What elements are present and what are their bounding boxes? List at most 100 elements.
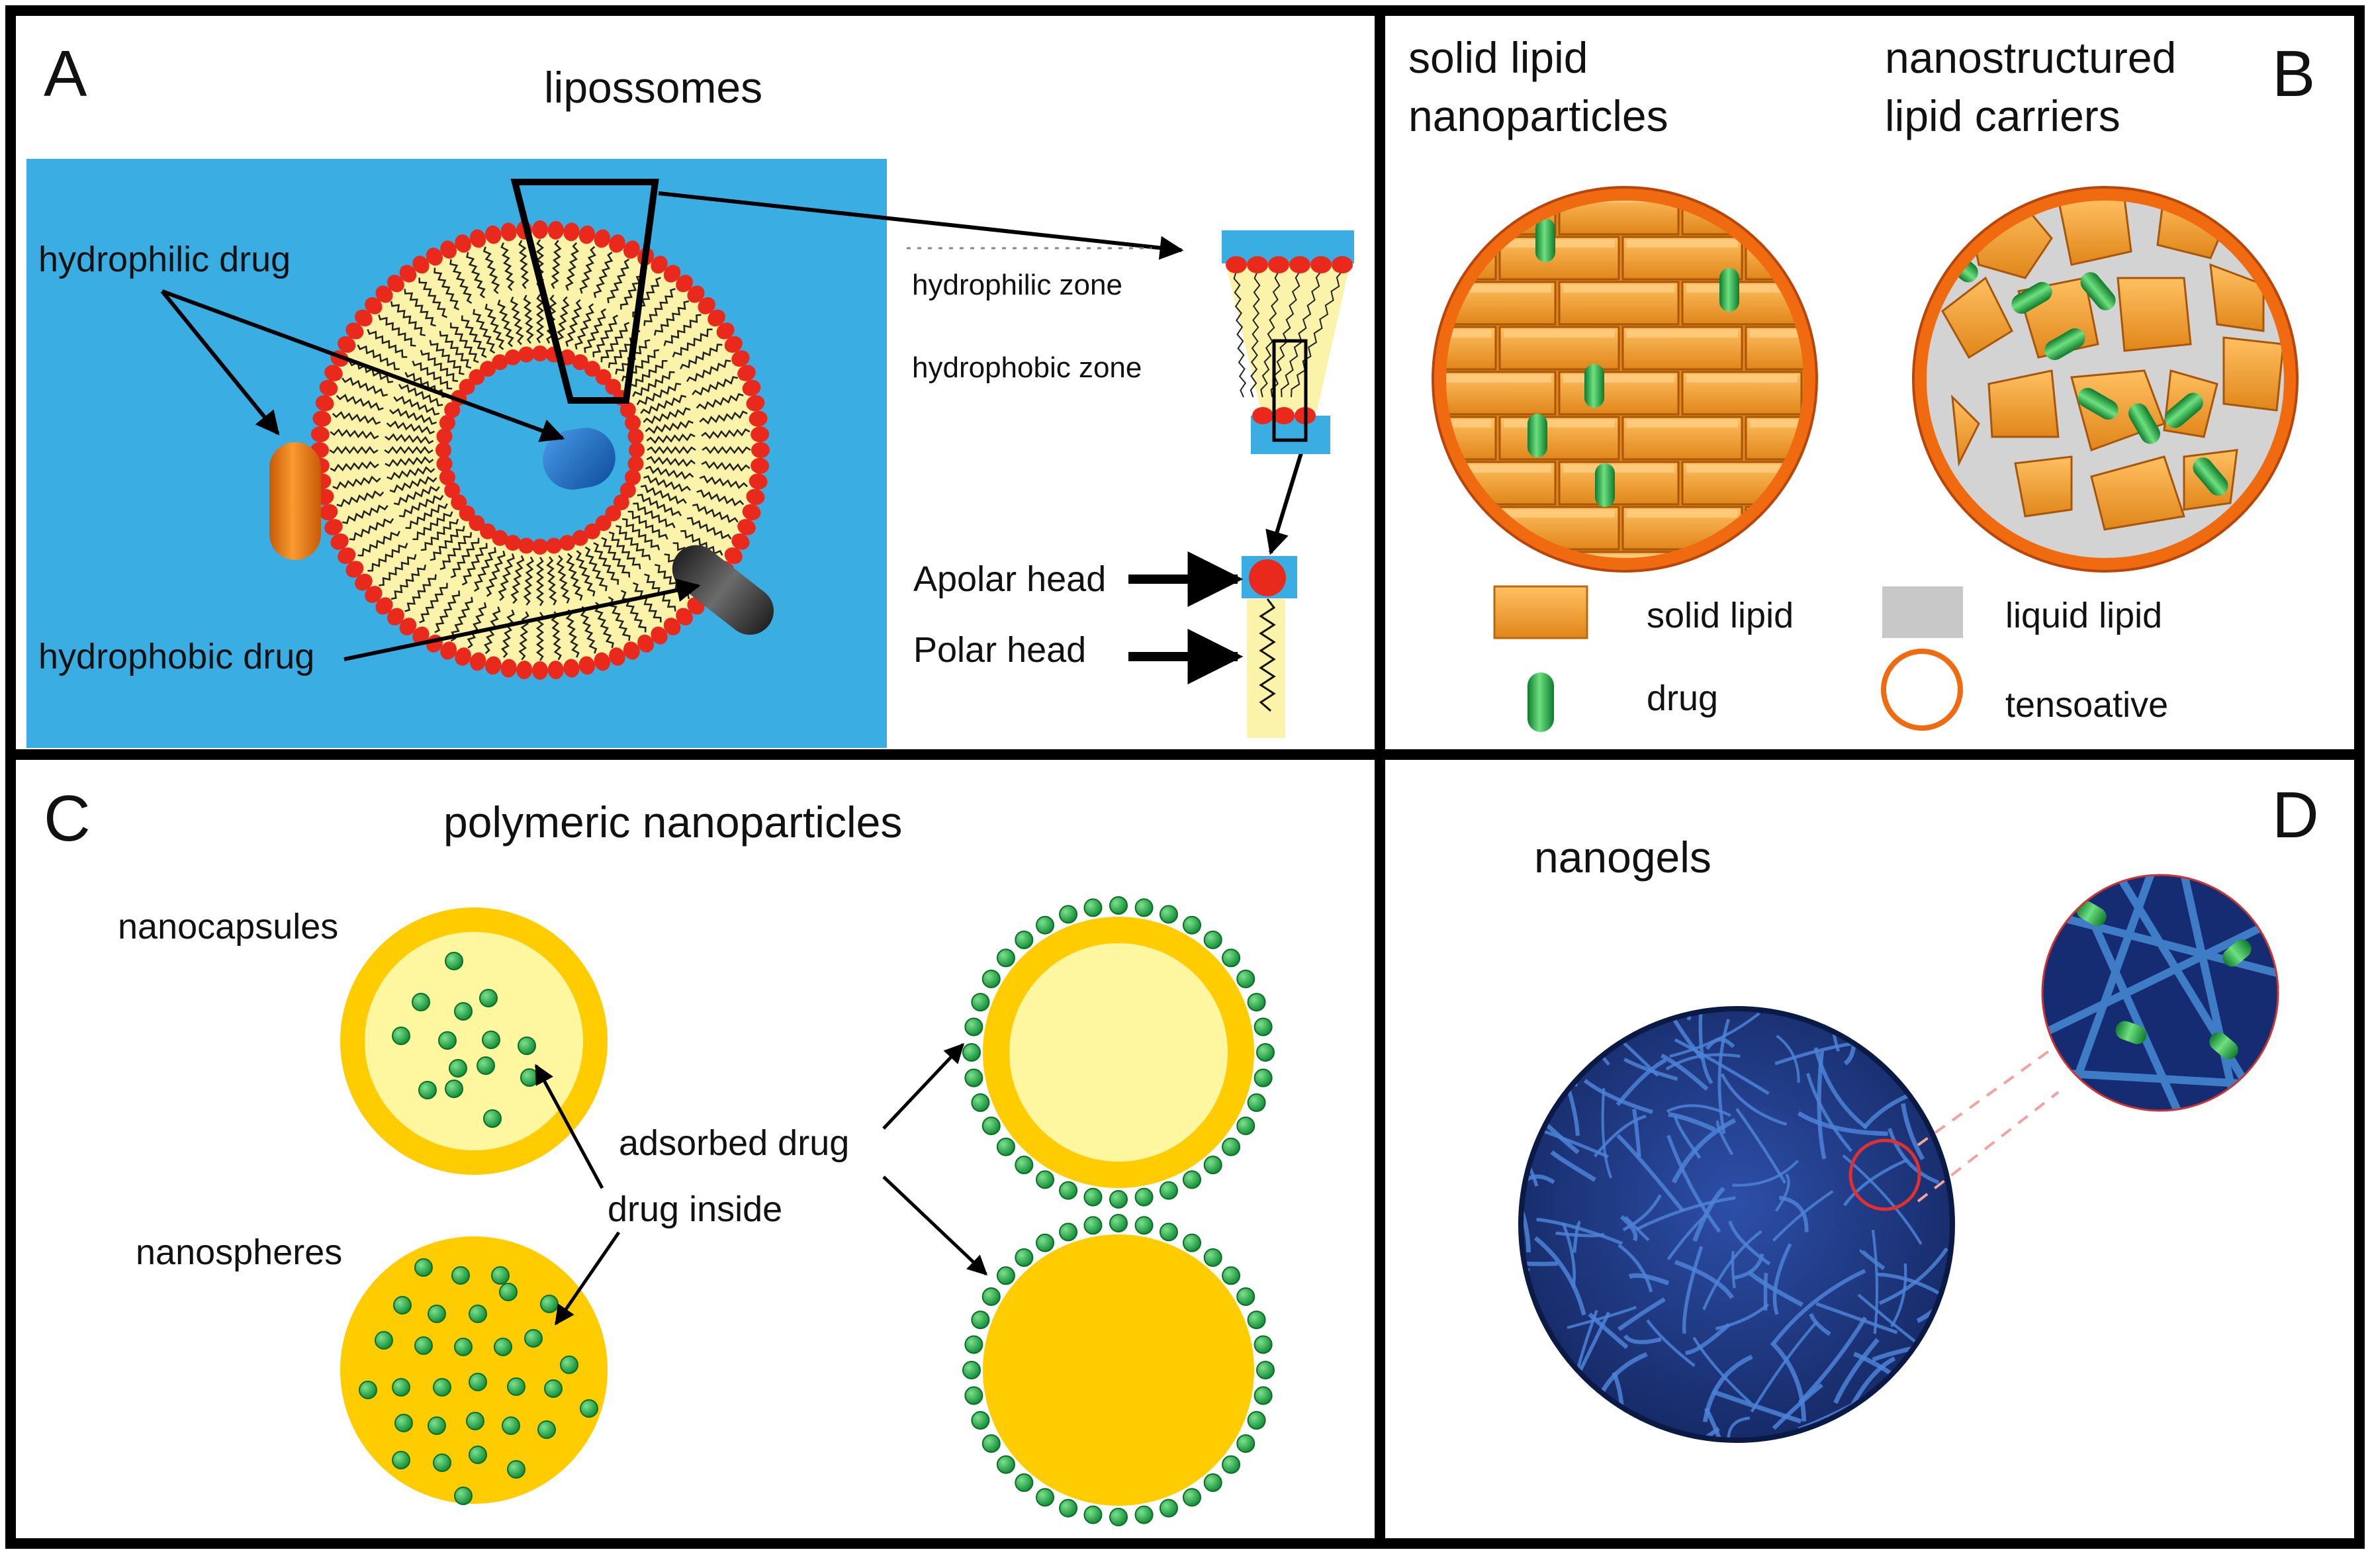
arrows-panel-a — [160, 191, 1304, 661]
drug-dot — [438, 1031, 457, 1050]
lipid-head — [387, 608, 404, 625]
drug-dot — [560, 1356, 578, 1374]
lipid-tail — [439, 330, 472, 369]
drug-dot — [1083, 1505, 1103, 1524]
polymer-strand — [1884, 1432, 1916, 1438]
drug-dot — [1247, 993, 1266, 1012]
lipid-tail — [367, 543, 408, 572]
lipid-tail — [556, 555, 570, 604]
lipid-tail — [646, 456, 696, 467]
solid-lipid-block — [1313, 552, 1432, 594]
lipid-head — [742, 380, 761, 396]
lipid-head — [532, 661, 548, 680]
polymer-strand — [1859, 1248, 1886, 1270]
solid-lipid-crystal — [2209, 263, 2265, 332]
solid-lipid-block — [1804, 199, 1805, 236]
solid-lipid-highlight — [1809, 195, 1921, 203]
drug-dot — [1109, 1214, 1128, 1232]
lipid-heads — [310, 220, 770, 680]
polymer-strand — [1600, 1352, 1648, 1393]
polymer-strand — [1748, 1271, 1803, 1307]
drug-dot — [445, 1080, 463, 1098]
legend-tensoative-label: tensoative — [2005, 685, 2168, 725]
lipid-tail — [637, 493, 682, 516]
polymer-strand — [1555, 1036, 1565, 1066]
zoom-head — [1273, 407, 1295, 424]
polymer-strand — [1954, 983, 2016, 1013]
solid-lipid-highlight — [1445, 330, 1492, 338]
lipid-head — [375, 285, 393, 303]
lipid-tail — [336, 490, 385, 508]
legend-solid-lipid: solid lipid — [1493, 585, 1794, 639]
polymer-strand — [1817, 1050, 1827, 1160]
lipid-head — [345, 322, 364, 340]
nlc-particle — [1912, 186, 2299, 573]
lipid-head — [731, 350, 750, 367]
lipid-tail — [430, 526, 465, 561]
solid-lipid-crystal — [1951, 394, 1980, 467]
polymer-strand — [1536, 1415, 1623, 1438]
lipid-head — [629, 442, 645, 458]
polymer-strand — [1524, 1164, 1531, 1253]
lipid-head — [595, 369, 612, 385]
lipid-tail — [387, 466, 435, 481]
solid-lipid-highlight — [1445, 375, 1551, 383]
polymer-strand — [1646, 1319, 1696, 1367]
lipid-tail — [467, 602, 487, 649]
lipid-tail — [696, 489, 745, 506]
lipid-tail — [620, 590, 647, 633]
lipid-head — [399, 265, 417, 283]
lipid-head — [345, 561, 364, 578]
single-lipid-tail — [1259, 598, 1276, 712]
polymer-strand — [2180, 875, 2241, 1111]
polymer-strand — [1941, 1355, 1950, 1438]
lipid-head — [724, 547, 743, 565]
label-drug-inside: drug inside — [608, 1189, 782, 1229]
drug-pill — [1595, 463, 1615, 507]
lipid-tail — [500, 242, 515, 291]
lipid-head — [637, 634, 655, 653]
lipid-tail — [500, 609, 515, 659]
solid-lipid-highlight — [1317, 195, 1428, 203]
drug-dot — [433, 1453, 451, 1472]
polymer-strand — [1776, 1035, 1800, 1083]
polymer-strand — [1779, 1195, 1809, 1232]
lipid-head — [324, 519, 343, 535]
polymer-strand — [1623, 1334, 1662, 1344]
solid-lipid-crystal — [1941, 276, 2013, 359]
legend-liquid-lipid: liquid lipid — [1882, 586, 2162, 638]
lipid-head — [319, 380, 338, 396]
polymer-strand — [1843, 1158, 1908, 1207]
zoom-head — [1247, 256, 1268, 273]
solid-lipid-highlight — [1627, 330, 1738, 338]
drug-dot — [1222, 1266, 1241, 1285]
lipid-head — [532, 539, 548, 555]
solid-lipid-block — [1313, 192, 1432, 234]
lipid-tail — [574, 303, 594, 350]
lipid-head — [504, 349, 521, 365]
polymer-strand — [1524, 1267, 1531, 1317]
lipid-tail — [412, 360, 453, 390]
polymer-strand — [1815, 1302, 1898, 1334]
lipid-head — [516, 661, 533, 680]
drug-pill — [2128, 403, 2160, 444]
drug-dot — [1256, 1361, 1275, 1379]
lipid-tail — [449, 259, 473, 304]
drug-dot — [540, 1295, 559, 1313]
lipid-head — [749, 410, 768, 427]
lipid-head — [319, 504, 338, 520]
solid-lipid-highlight — [1563, 375, 1674, 383]
lipid-head — [355, 309, 373, 327]
drug-dot — [1253, 1335, 1273, 1354]
lipid-head — [480, 361, 496, 377]
lipid-tail — [484, 303, 505, 350]
lipid-tail — [429, 340, 465, 375]
drug-dot — [1036, 1170, 1054, 1189]
drug-dot — [1134, 1187, 1154, 1207]
lipid-head — [387, 275, 404, 293]
label-hydrophobic-zone: hydrophobic zone — [912, 351, 1142, 384]
zoom-head — [1226, 256, 1247, 273]
lipid-tail — [551, 611, 562, 661]
polymer-strand — [1728, 1221, 1771, 1266]
drug-dot — [996, 1137, 1015, 1156]
